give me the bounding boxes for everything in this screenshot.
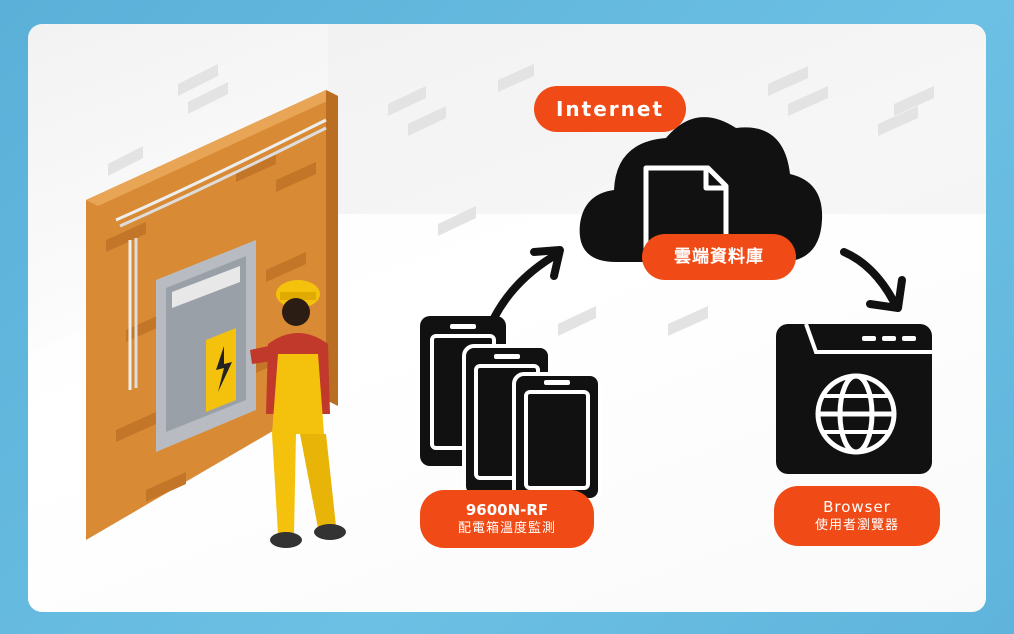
browser-description: 使用者瀏覽器 — [814, 517, 899, 533]
sensor-label: 9600N-RF 配電箱溫度監測 — [420, 490, 594, 548]
brick-wall-illustration — [86, 90, 338, 540]
browser-globe-icon — [776, 324, 932, 474]
cloud-database-label: 雲端資料庫 — [642, 234, 796, 280]
electrician-illustration — [250, 280, 346, 548]
browser-label: Browser 使用者瀏覽器 — [774, 486, 940, 546]
decorative-bricks — [108, 64, 934, 336]
download-arrow-icon — [840, 248, 906, 312]
diagram-card: Internet 雲端資料庫 9600N-RF 配電箱溫度監測 Browser … — [28, 24, 986, 612]
internet-label: Internet — [534, 86, 686, 132]
upload-arrow-icon — [490, 246, 564, 322]
sensor-model: 9600N-RF — [465, 500, 549, 519]
sensor-description: 配電箱溫度監測 — [457, 520, 556, 536]
sensor-devices-icon — [420, 316, 602, 502]
browser-name: Browser — [823, 497, 891, 516]
